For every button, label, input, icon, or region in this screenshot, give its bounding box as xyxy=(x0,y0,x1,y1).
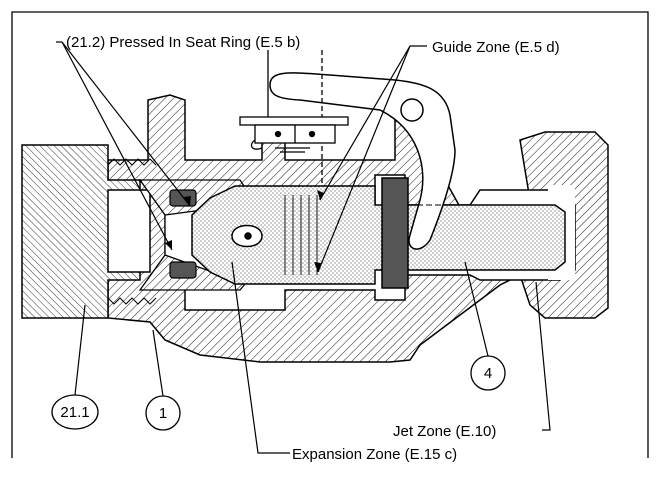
arrowheads xyxy=(165,190,324,272)
frame-border xyxy=(11,11,649,458)
callout-1-text: 1 xyxy=(159,405,167,422)
callout-4: 4 xyxy=(470,355,506,391)
callout-21-1-text: 21.1 xyxy=(60,404,89,421)
end-cap xyxy=(21,144,151,319)
label-guide-zone: Guide Zone (E.5 d) xyxy=(432,39,560,56)
label-seat-ring: (21.2) Pressed In Seat Ring (E.5 b) xyxy=(66,34,300,51)
leader-lines xyxy=(56,41,551,454)
valve-stem xyxy=(191,185,566,285)
callout-4-text: 4 xyxy=(484,365,492,382)
label-expansion-zone: Expansion Zone (E.15 c) xyxy=(292,446,457,463)
pin-clip xyxy=(239,50,349,185)
lever xyxy=(269,72,456,250)
stop-ring xyxy=(381,177,409,289)
label-jet-zone: Jet Zone (E.10) xyxy=(393,423,496,440)
callout-21-1: 21.1 xyxy=(51,394,99,430)
callout-1: 1 xyxy=(145,395,181,431)
